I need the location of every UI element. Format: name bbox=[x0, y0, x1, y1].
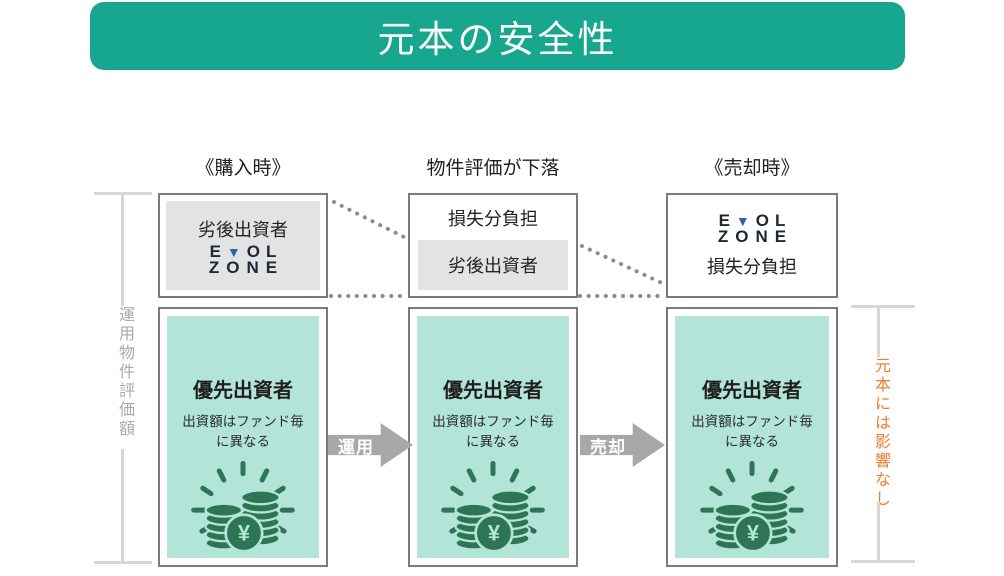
valuation-axis-label: 運用物件評価額 bbox=[116, 306, 133, 439]
column-header-purchase: 《購入時》 bbox=[195, 158, 291, 179]
coins-icon: ¥ bbox=[191, 461, 295, 553]
operate-arrow-label: 運用 bbox=[338, 437, 374, 457]
priority-fill: 優先出資者 出資額はファンド毎 に異なる bbox=[675, 316, 829, 558]
yen-symbol: ¥ bbox=[747, 520, 760, 545]
logo-letter-e: E bbox=[209, 241, 227, 261]
column-header-sale: 《売却時》 bbox=[704, 158, 800, 179]
priority-investor-label: 優先出資者 bbox=[702, 380, 802, 402]
sell-arrow: 売却 bbox=[580, 423, 665, 467]
logo-letter-e: E bbox=[718, 210, 736, 230]
note-line-1: 出資額はファンド毎 bbox=[691, 414, 813, 429]
logo-row-zone: ZONE bbox=[208, 257, 285, 277]
logo-row-evol: E▼OL bbox=[202, 241, 284, 261]
bracket-line-lower bbox=[877, 502, 880, 561]
note-line-2: に異なる bbox=[725, 434, 779, 450]
logo-letters-ol: OL bbox=[246, 241, 283, 261]
priority-fill: 優先出資者 出資額はファンド毎 に異なる bbox=[417, 316, 569, 558]
column-header-decline: 物件評価が下落 bbox=[426, 158, 560, 179]
loss-burden-label: 損失分負担 bbox=[448, 208, 538, 229]
bracket-line-upper bbox=[877, 307, 880, 357]
yen-symbol: ¥ bbox=[238, 520, 251, 545]
evol-zone-logo: E▼OL ZONE bbox=[202, 241, 285, 277]
bracket-line-upper bbox=[121, 194, 124, 306]
note-line-1: 出資額はファンド毎 bbox=[432, 414, 554, 429]
loss-burden-box-sale: E▼OL ZONE 損失分負担 bbox=[666, 193, 838, 298]
priority-investor-note: 出資額はファンド毎 に異なる bbox=[182, 412, 304, 453]
bracket-cap-bottom bbox=[851, 560, 915, 563]
note-line-2: に異なる bbox=[216, 434, 270, 450]
principal-impact-label: 元本には影響なし bbox=[872, 357, 889, 509]
note-line-2: に異なる bbox=[466, 434, 520, 450]
bracket-cap-top bbox=[94, 192, 152, 195]
priority-investor-note: 出資額はファンド毎 に異なる bbox=[691, 412, 813, 453]
subordinate-investor-label: 劣後出資者 bbox=[198, 219, 288, 240]
priority-investor-box-sale: 優先出資者 出資額はファンド毎 に異なる bbox=[666, 307, 838, 567]
bracket-cap-bottom bbox=[94, 561, 152, 564]
yen-symbol: ¥ bbox=[488, 520, 501, 545]
priority-investor-label: 優先出資者 bbox=[443, 380, 543, 402]
operate-arrow: 運用 bbox=[328, 423, 413, 467]
subordinate-investor-box-purchase: 劣後出資者 E▼OL ZONE bbox=[158, 193, 328, 298]
logo-row-evol: E▼OL bbox=[711, 210, 793, 230]
priority-fill: 優先出資者 出資額はファンド毎 に異なる bbox=[167, 316, 319, 558]
priority-investor-box-decline: 優先出資者 出資額はファンド毎 に異なる bbox=[408, 307, 578, 567]
logo-triangle-mark: ▼ bbox=[735, 212, 756, 229]
page-title: 元本の安全性 bbox=[377, 19, 618, 60]
bracket-line-lower bbox=[121, 449, 124, 562]
subordinate-investor-label-decline: 劣後出資者 bbox=[418, 240, 568, 290]
loss-burden-label-sale: 損失分負担 bbox=[707, 256, 797, 277]
priority-investor-note: 出資額はファンド毎 に異なる bbox=[432, 412, 554, 453]
title-banner: 元本の安全性 bbox=[90, 2, 905, 70]
loss-burden-box-decline: 損失分負担 劣後出資者 bbox=[408, 193, 578, 298]
sell-arrow-label: 売却 bbox=[590, 437, 626, 457]
coins-icon: ¥ bbox=[441, 461, 545, 553]
bracket-cap-top bbox=[851, 305, 915, 308]
loss-burden-box-sale-inner: E▼OL ZONE 損失分負担 bbox=[670, 197, 834, 294]
logo-row-zone: ZONE bbox=[717, 226, 794, 246]
priority-investor-label: 優先出資者 bbox=[193, 380, 293, 402]
note-line-1: 出資額はファンド毎 bbox=[182, 414, 304, 429]
logo-letters-ol: OL bbox=[755, 210, 792, 230]
evol-zone-logo: E▼OL ZONE bbox=[711, 210, 794, 246]
coins-icon: ¥ bbox=[700, 461, 804, 553]
priority-investor-box-purchase: 優先出資者 出資額はファンド毎 に異なる bbox=[158, 307, 328, 567]
logo-triangle-mark: ▼ bbox=[226, 243, 247, 260]
subordinate-fill: 劣後出資者 E▼OL ZONE bbox=[166, 201, 320, 290]
